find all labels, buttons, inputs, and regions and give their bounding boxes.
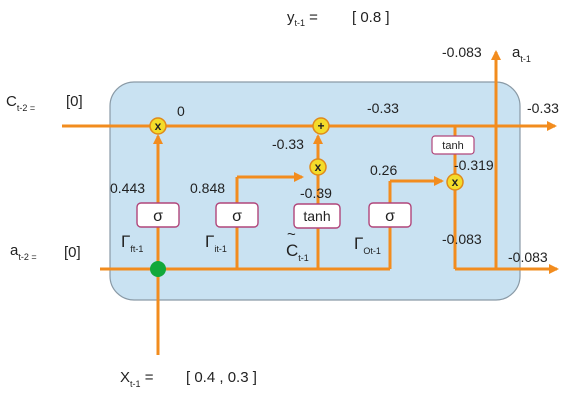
lstm-cell-box (109, 81, 521, 301)
input-mult-op: x (309, 158, 327, 176)
a-output-top-value: -0.083 (442, 44, 482, 60)
a-input-value: [0] (64, 244, 81, 261)
forget-mult-symbol: x (155, 119, 162, 133)
x-input-value: [ 0.4 , 0.3 ] (186, 369, 257, 386)
output-mult-symbol: x (452, 175, 459, 189)
candidate-gate-symbol: tanh (303, 208, 330, 224)
input-junction-dot (150, 261, 166, 277)
input-gate-symbol: σ (232, 208, 242, 225)
forget-gate-symbol: σ (153, 208, 163, 225)
forget-gate-label: Γft-1 (121, 232, 143, 254)
cell-tanh-box: tanh (431, 135, 475, 155)
output-gate-box: σ (368, 202, 412, 228)
forget-gate-value: 0.443 (110, 180, 145, 196)
input-mult-symbol: x (315, 160, 322, 174)
y-output-label: yt-1 = (287, 9, 322, 28)
a-input-label: at-2 = (10, 242, 37, 262)
a-internal-value: -0.083 (442, 231, 482, 247)
input-gate-label: Γit-1 (205, 232, 227, 254)
input-gate-value: 0.848 (190, 180, 225, 196)
y-output-value: [ 0.8 ] (352, 9, 390, 26)
c-output-value: -0.33 (527, 100, 559, 116)
a-output-right-value: -0.083 (508, 249, 548, 265)
c-input-label: Ct-2 = (6, 93, 35, 113)
x-input-label: Xt-1 = (120, 369, 158, 389)
input-mult-value: -0.33 (272, 136, 304, 152)
candidate-gate-box: tanh (293, 203, 341, 229)
add-value: -0.33 (367, 100, 399, 116)
output-gate-value: 0.26 (370, 162, 397, 178)
candidate-gate-label: Ct-1 (286, 241, 309, 263)
output-gate-label: ΓOt-1 (354, 234, 381, 256)
a-output-label: at-1 (512, 44, 531, 64)
forget-gate-box: σ (136, 202, 180, 228)
c-input-value: [0] (66, 93, 83, 110)
output-mult-value: -0.319 (454, 157, 494, 173)
candidate-tilde: ~ (287, 226, 296, 243)
add-symbol: + (317, 119, 324, 133)
add-op: + (312, 117, 330, 135)
forget-mult-op: x (149, 117, 167, 135)
cell-tanh-label: tanh (442, 140, 463, 152)
forget-mult-value: 0 (177, 103, 185, 119)
input-gate-box: σ (215, 202, 259, 228)
output-gate-symbol: σ (385, 208, 395, 225)
output-mult-op: x (446, 173, 464, 191)
candidate-gate-value: -0.39 (300, 185, 332, 201)
